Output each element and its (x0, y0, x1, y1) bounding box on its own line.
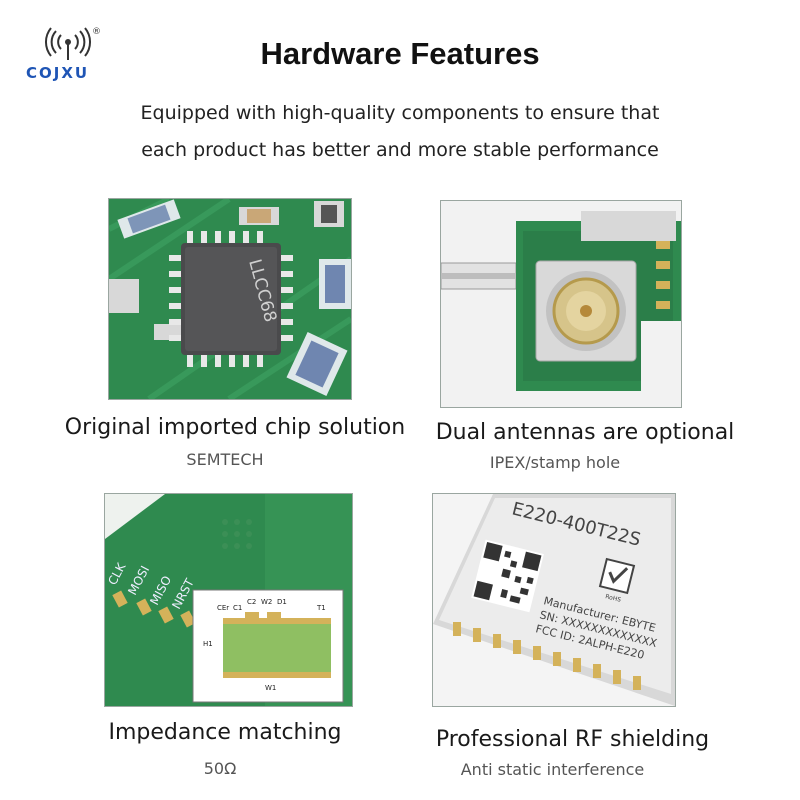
diag-label-c1: C1 (233, 604, 242, 612)
diag-label-w1: W1 (265, 684, 276, 692)
diag-label-cer: CEr (217, 604, 229, 612)
antenna-photo (440, 200, 682, 408)
signal-icon: ® (44, 27, 101, 60)
feature-subtitle-antenna: IPEX/stamp hole (489, 453, 621, 472)
chip-photo: LLCC68 (108, 198, 352, 400)
shielding-photo: E220-400T22S RoHS Manufacturer: EBYTE SN… (432, 493, 676, 707)
registered-mark: ® (92, 27, 101, 37)
feature-subtitle-impedance: 50Ω (203, 759, 237, 778)
feature-title-antenna: Dual antennas are optional (435, 420, 735, 445)
subtitle-line-1: Equipped with high-quality components to… (140, 102, 660, 124)
impedance-photo: CLK MOSI MISO NRST CEr C1 C2 W2 D1 T1 H1… (104, 493, 353, 707)
diag-label-c2: C2 (247, 598, 256, 606)
rohs-label: RoHS (605, 593, 622, 604)
feature-subtitle-chip: SEMTECH (186, 450, 264, 469)
diag-label-w2: W2 (261, 598, 272, 606)
subtitle-line-2: each product has better and more stable … (141, 139, 659, 161)
feature-title-shielding: Professional RF shielding (435, 727, 710, 752)
logo-text: COJXU (26, 64, 90, 82)
diag-label-t1: T1 (316, 604, 326, 612)
feature-title-chip: Original imported chip solution (64, 415, 406, 440)
diag-label-h1: H1 (203, 640, 213, 648)
feature-title-impedance: Impedance matching (108, 720, 342, 745)
feature-subtitle-shielding: Anti static interference (460, 760, 645, 779)
diag-label-d1: D1 (277, 598, 287, 606)
brand-logo: ® COJXU (26, 26, 116, 86)
page-title: Hardware Features (260, 36, 540, 71)
